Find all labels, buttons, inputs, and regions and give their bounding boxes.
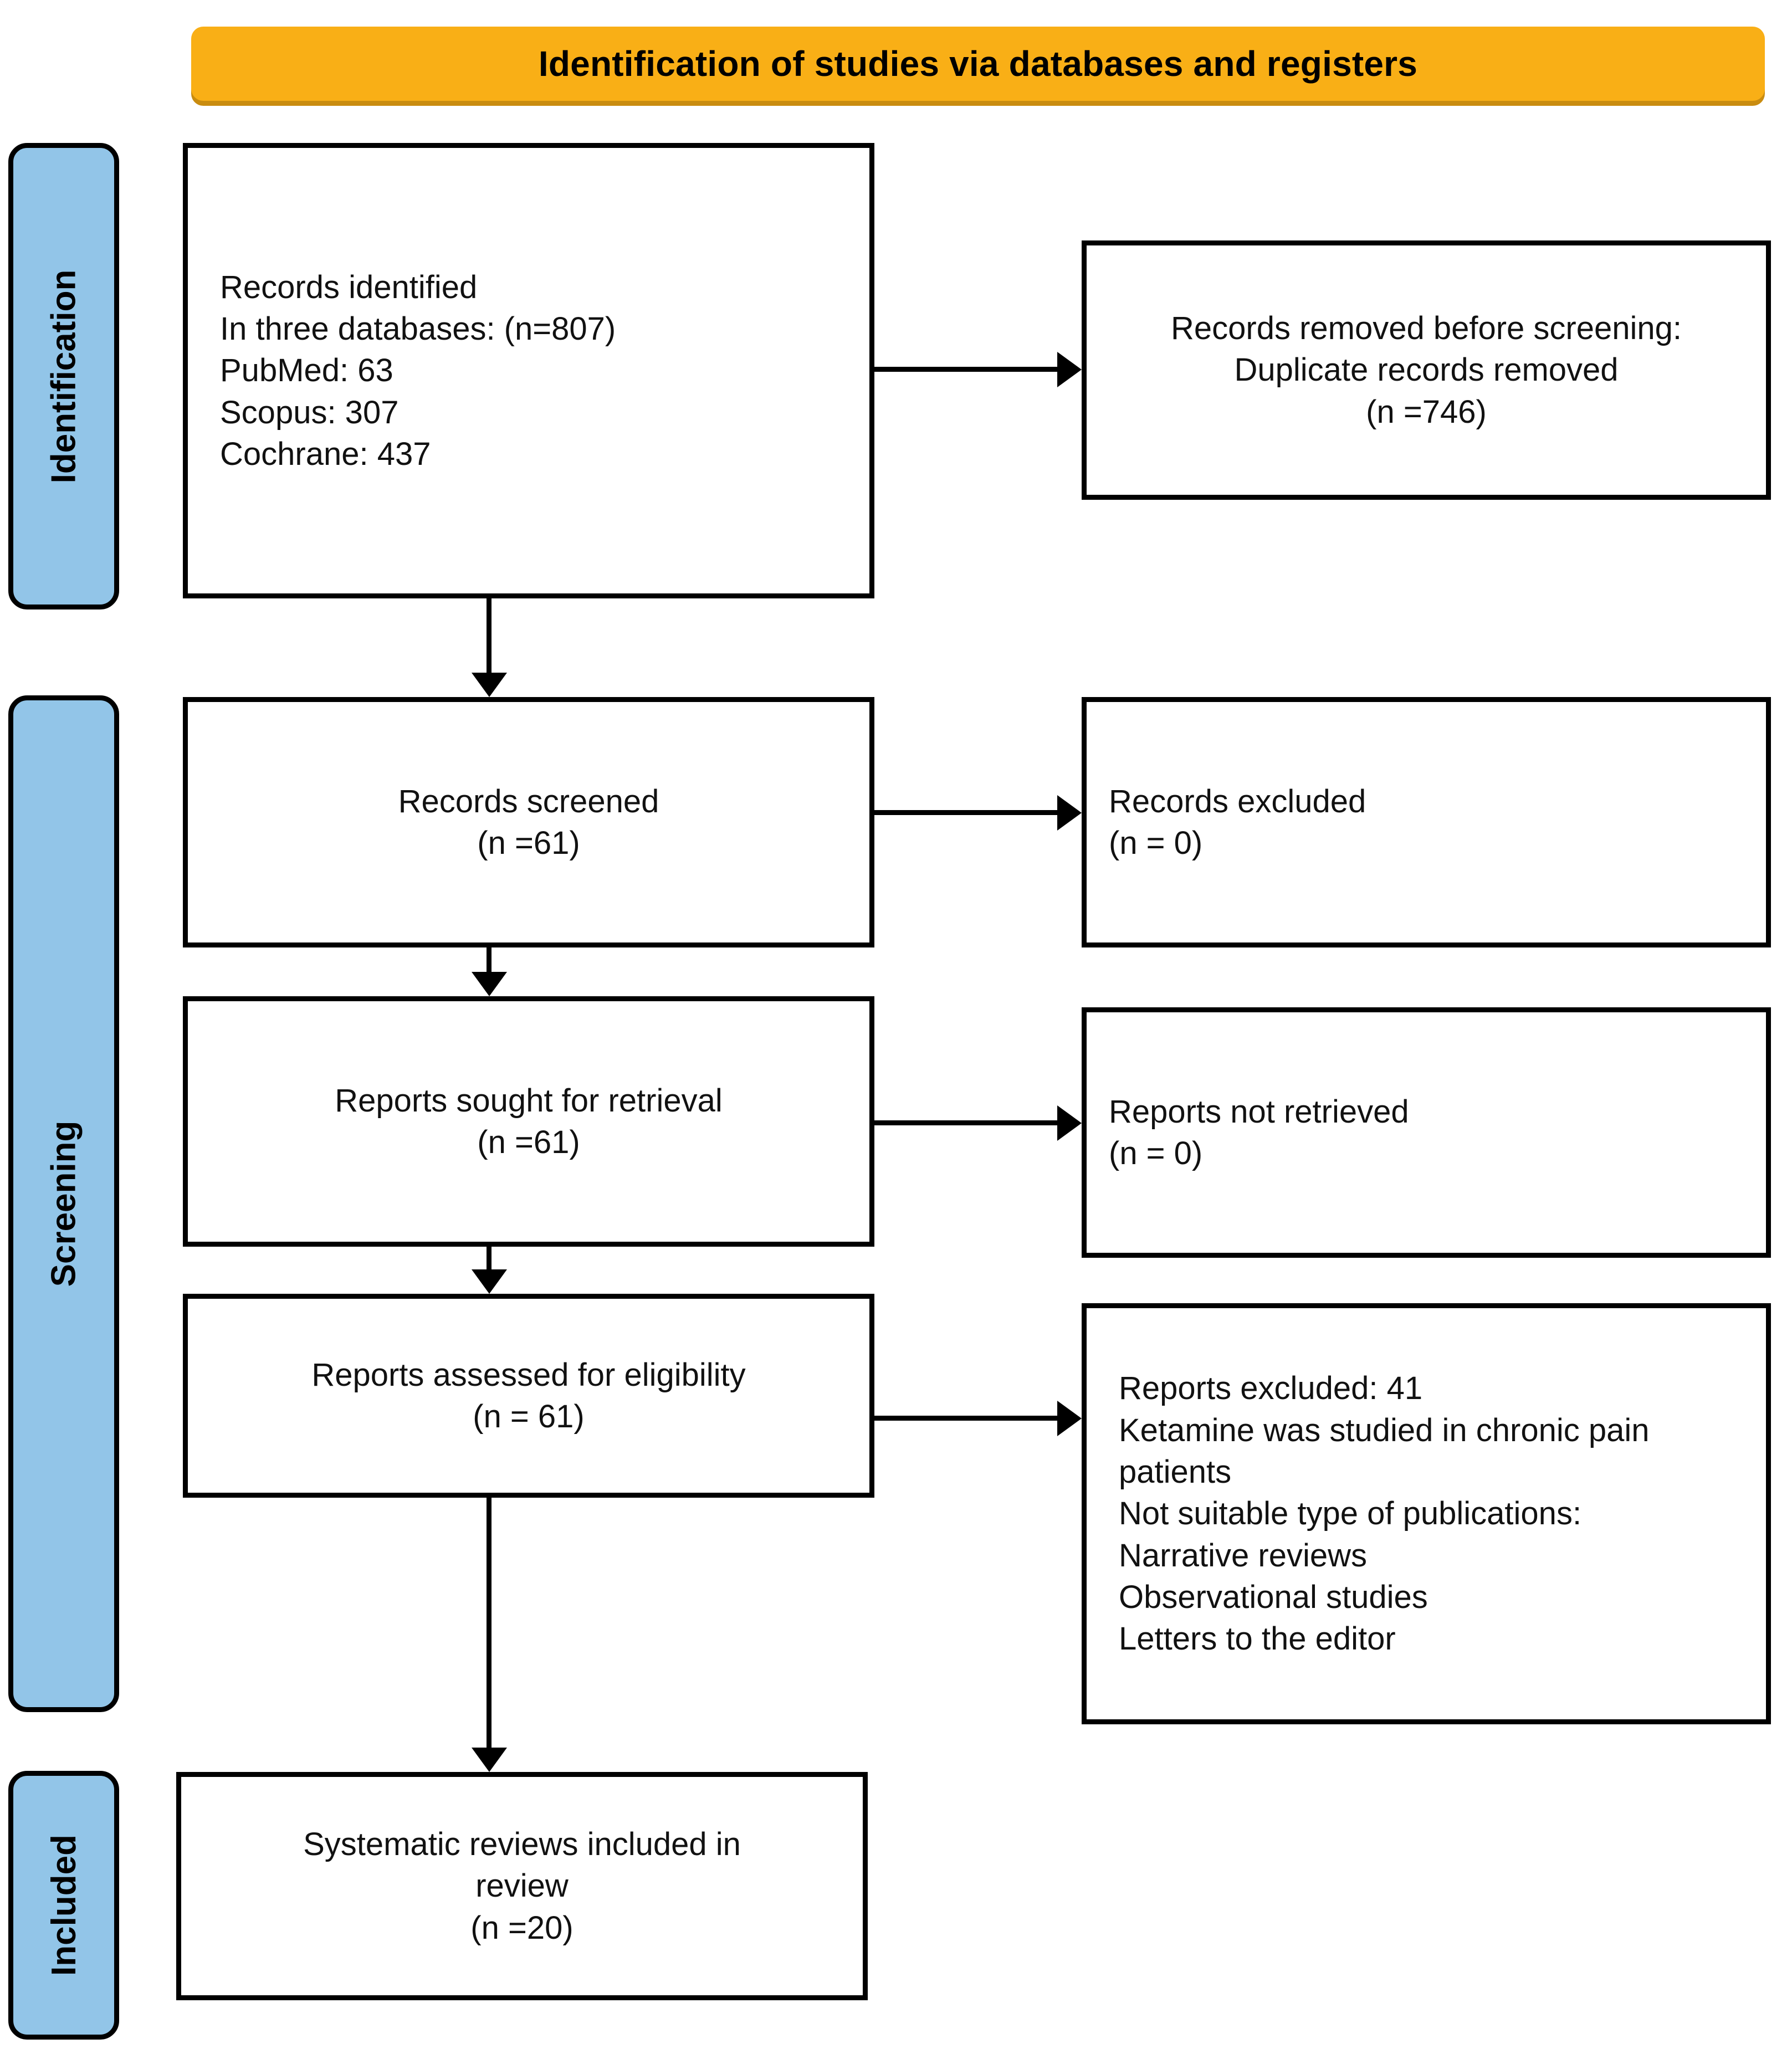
box-line: (n =61) xyxy=(477,825,580,861)
arrow-identified-to-screened xyxy=(472,598,507,697)
box-line: Reports sought for retrieval xyxy=(335,1082,723,1119)
phase-label-identification: Identification xyxy=(8,143,119,609)
box-line: (n = 0) xyxy=(1109,1135,1203,1171)
box-line: (n =746) xyxy=(1366,393,1487,430)
diagram-title: Identification of studies via databases … xyxy=(538,44,1418,84)
phase-label-included: Included xyxy=(8,1771,119,2040)
box-reports-excluded-reasons: Reports excluded: 41 Ketamine was studie… xyxy=(1082,1303,1771,1724)
box-line: Records screened xyxy=(398,783,659,819)
box-records-screened: Records screened (n =61) xyxy=(183,697,874,947)
box-line: PubMed: 63 xyxy=(220,352,393,389)
box-line: (n =61) xyxy=(477,1124,580,1160)
box-line: Reports excluded: 41 xyxy=(1119,1370,1423,1407)
arrow-eligibility-to-included xyxy=(472,1498,507,1772)
box-records-removed-before-screening: Records removed before screening: Duplic… xyxy=(1082,240,1771,500)
box-line: Duplicate records removed xyxy=(1234,352,1619,388)
box-line: Records excluded xyxy=(1109,783,1366,819)
box-systematic-reviews-included: Systematic reviews included in review (n… xyxy=(176,1772,868,2000)
arrow-sought-to-eligibility xyxy=(472,1247,507,1294)
box-records-identified: Records identified In three databases: (… xyxy=(183,143,874,598)
box-reports-not-retrieved: Reports not retrieved (n = 0) xyxy=(1082,1007,1771,1258)
box-line: (n = 0) xyxy=(1109,825,1203,861)
box-line: Letters to the editor xyxy=(1119,1621,1396,1657)
box-reports-sought-for-retrieval: Reports sought for retrieval (n =61) xyxy=(183,996,874,1247)
box-line: Scopus: 307 xyxy=(220,394,399,431)
arrow-identified-to-removed xyxy=(874,352,1082,387)
box-line: review xyxy=(475,1868,569,1904)
arrow-eligibility-to-repexcluded xyxy=(874,1401,1082,1436)
box-line: Observational studies xyxy=(1119,1579,1428,1616)
arrow-screened-to-sought xyxy=(472,947,507,996)
box-line: Not suitable type of publications: xyxy=(1119,1495,1582,1532)
box-line: Records identified xyxy=(220,269,478,305)
box-line: In three databases: (n=807) xyxy=(220,310,616,347)
arrow-screened-to-excluded xyxy=(874,795,1082,831)
box-line: (n = 61) xyxy=(473,1399,585,1435)
phase-label-screening: Screening xyxy=(8,695,119,1712)
diagram-header-banner: Identification of studies via databases … xyxy=(191,27,1765,101)
box-line: Narrative reviews xyxy=(1119,1537,1367,1574)
phase-label-identification-text: Identification xyxy=(44,269,83,483)
box-line: Reports not retrieved xyxy=(1109,1093,1409,1130)
phase-label-included-text: Included xyxy=(44,1835,83,1976)
box-line: Systematic reviews included in xyxy=(303,1826,741,1862)
box-line: Records removed before screening: xyxy=(1170,310,1682,346)
box-line: (n =20) xyxy=(470,1909,574,1946)
box-line: Cochrane: 437 xyxy=(220,436,431,473)
box-reports-assessed-for-eligibility: Reports assessed for eligibility (n = 61… xyxy=(183,1294,874,1498)
box-line: Reports assessed for eligibility xyxy=(311,1356,746,1393)
box-records-excluded: Records excluded (n = 0) xyxy=(1082,697,1771,947)
box-line: Ketamine was studied in chronic pain xyxy=(1119,1412,1650,1448)
phase-label-screening-text: Screening xyxy=(44,1120,83,1287)
arrow-sought-to-notretrieved xyxy=(874,1105,1082,1141)
box-line: patients xyxy=(1119,1453,1232,1490)
